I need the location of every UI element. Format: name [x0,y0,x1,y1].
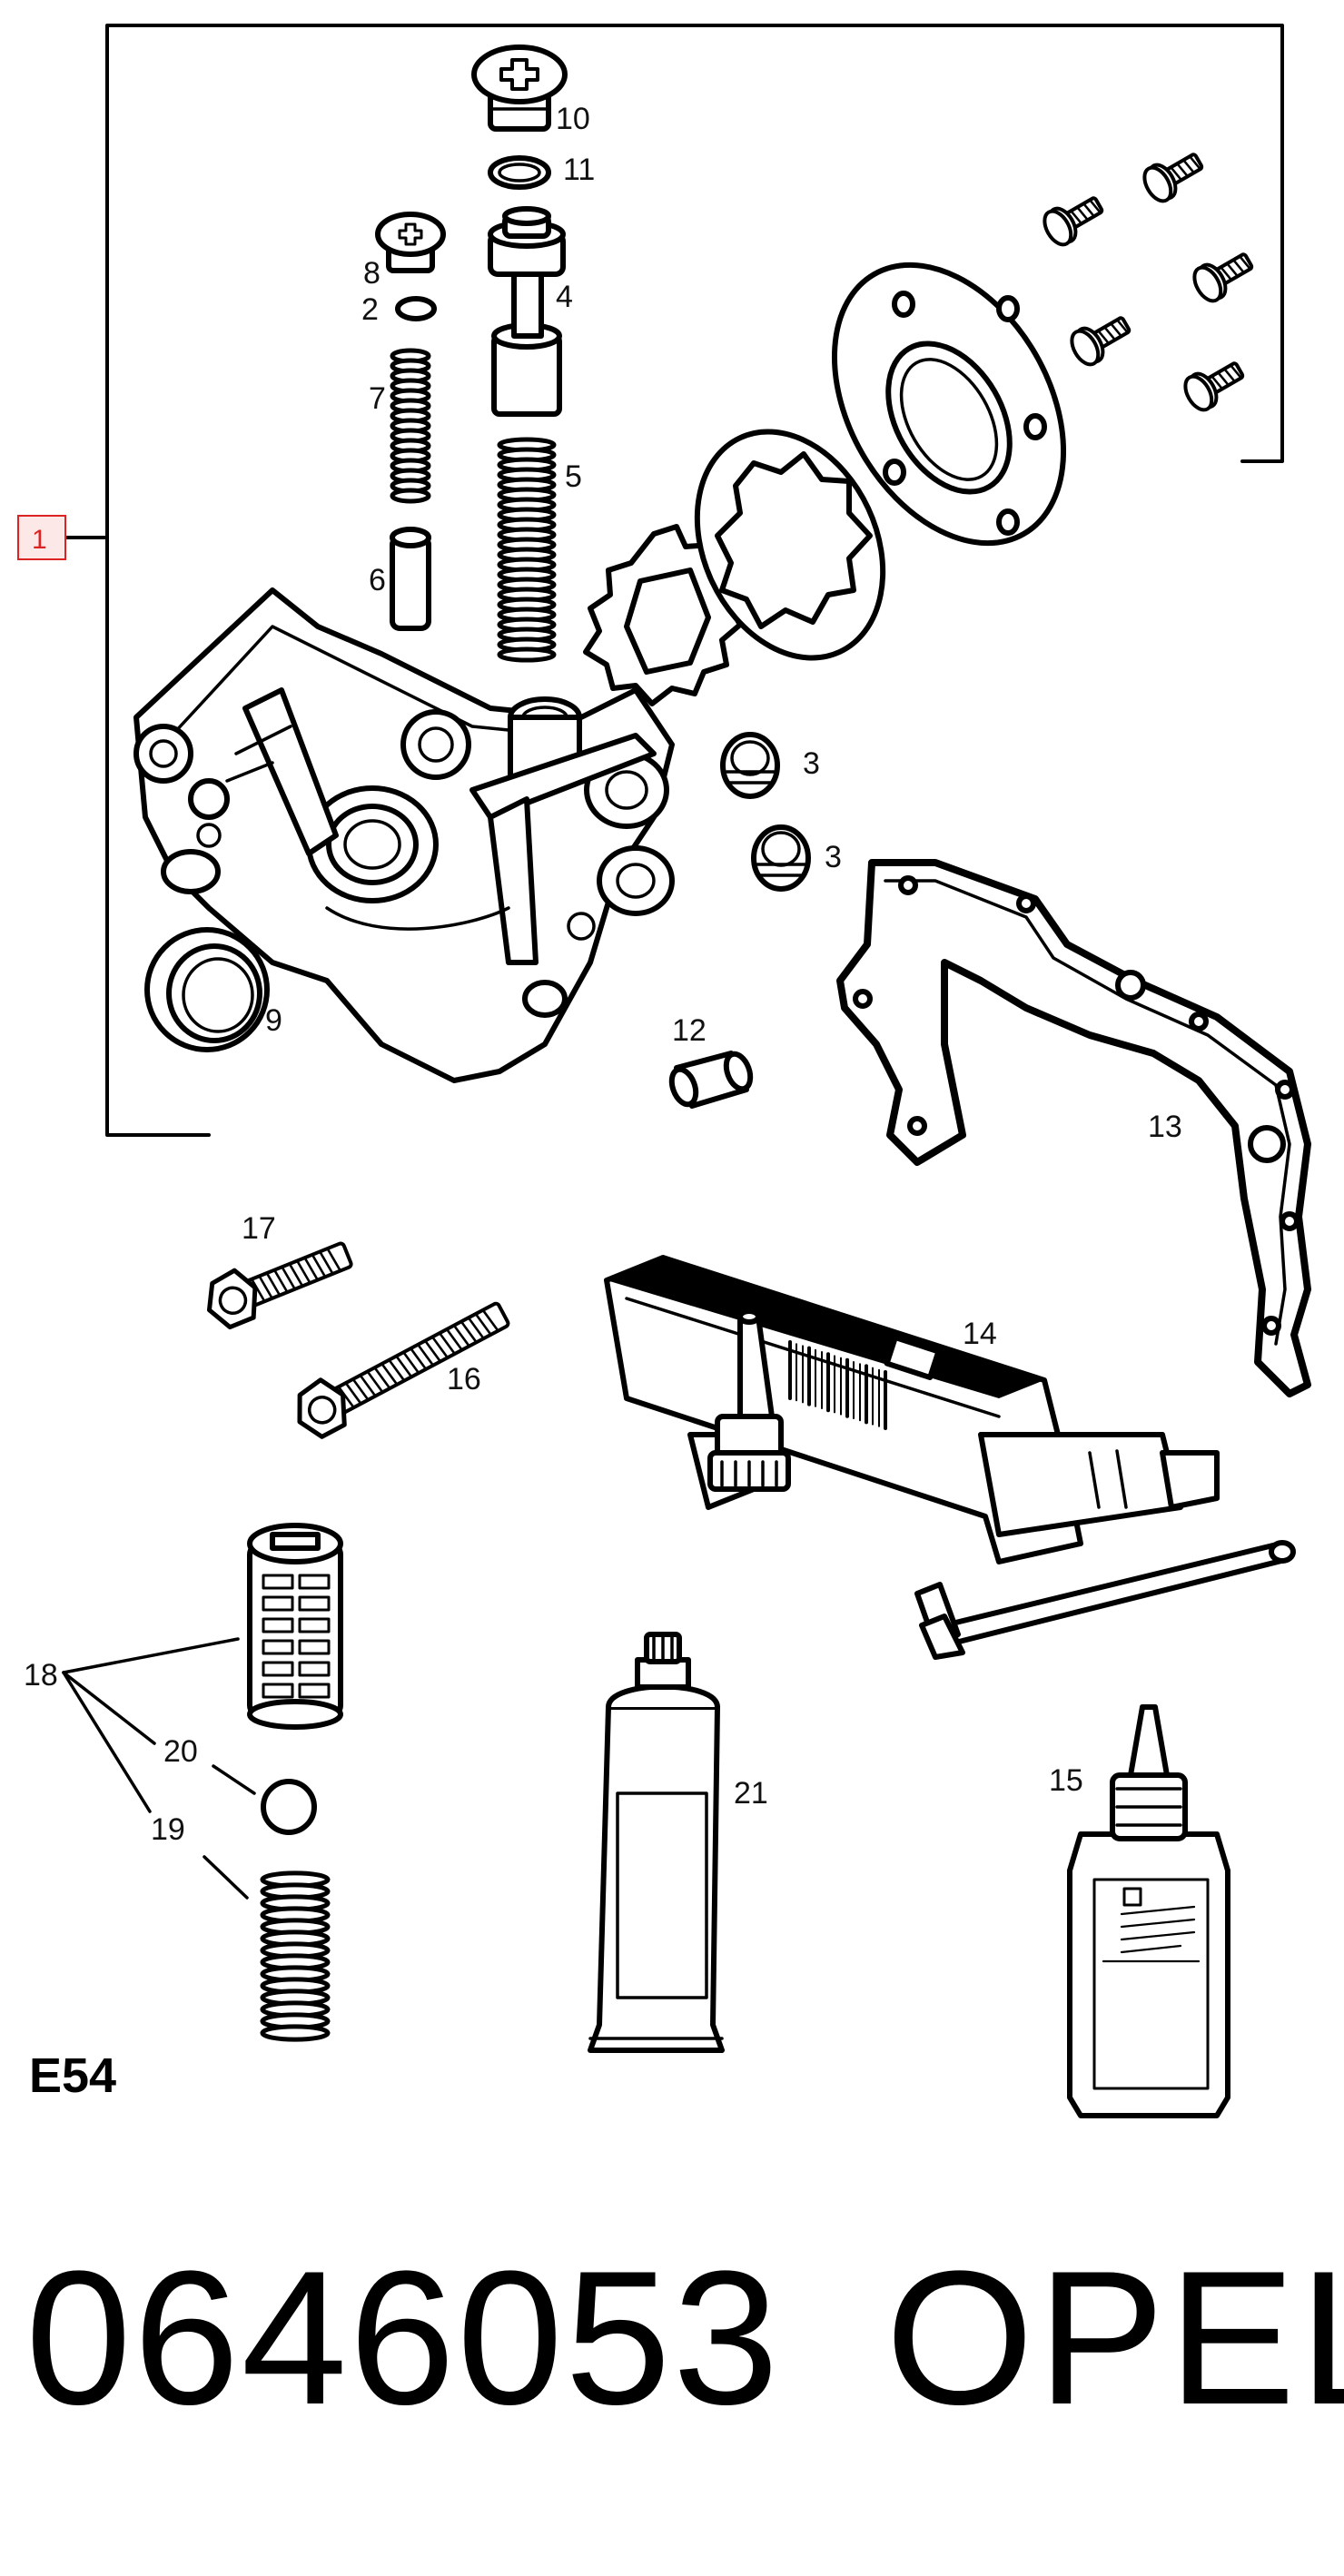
ball-20 [261,1779,317,1835]
callout-8: 8 [363,256,380,291]
dowel-pin-12 [668,1051,754,1109]
callout-13: 13 [1148,1110,1182,1144]
callout-18: 18 [24,1658,58,1693]
oil-pump-housing [133,587,675,1083]
washer-2 [395,296,437,321]
callout-17: 17 [242,1211,276,1246]
cover-screws [1043,153,1254,412]
callout-12: 12 [672,1013,707,1048]
shaft-seal-9 [144,927,270,1052]
callout-20: 20 [163,1734,198,1769]
callout-11: 11 [563,153,595,187]
callout-5: 5 [565,459,582,494]
callout-7: 7 [369,381,386,416]
bottle-15 [1067,1704,1230,2118]
outer-rotor [694,429,886,661]
screw-plug-10 [471,44,568,132]
sealant-kit-14 [604,1255,1296,1660]
callout-2: 2 [361,292,379,327]
callout-3-lower: 3 [825,840,842,874]
spring-5 [497,437,557,663]
callout-6: 6 [369,563,386,597]
filter-sleeve-18 [247,1523,343,1730]
leader-lines-18-19-20 [62,1637,256,1900]
callout-4: 4 [556,280,573,314]
bolt-17 [206,1241,353,1330]
callout-labels: 10 11 8 2 4 7 5 6 3 3 9 12 13 17 16 14 1… [24,102,1182,1847]
part-number: 0646053 [25,2231,781,2444]
screw-plug-8 [375,212,446,273]
callout-21: 21 [734,1776,768,1811]
grease-tube-21 [588,1632,725,2053]
callout-16: 16 [447,1362,481,1397]
diagram-code: E54 [29,2048,117,2103]
pump-cover-plate [831,262,1067,547]
callout-9: 9 [265,1003,282,1038]
gasket-13 [836,859,1311,1397]
valve-piston-4 [488,206,566,417]
callout-19: 19 [151,1812,185,1847]
callout-10: 10 [556,102,590,136]
sleeve-6 [390,527,431,631]
assembly-box-label: 1 [32,525,47,555]
spring-19 [260,1870,331,2042]
plug-3-lower [751,824,811,892]
brand-name: OPEL [885,2231,1344,2444]
callout-15: 15 [1049,1763,1083,1798]
plug-3-upper [720,732,780,799]
bolt-16 [297,1301,510,1439]
callout-3-upper: 3 [803,746,820,781]
callout-14: 14 [963,1317,997,1351]
spring-7 [390,348,431,504]
assembly-bracket: 1 [17,24,1284,1137]
